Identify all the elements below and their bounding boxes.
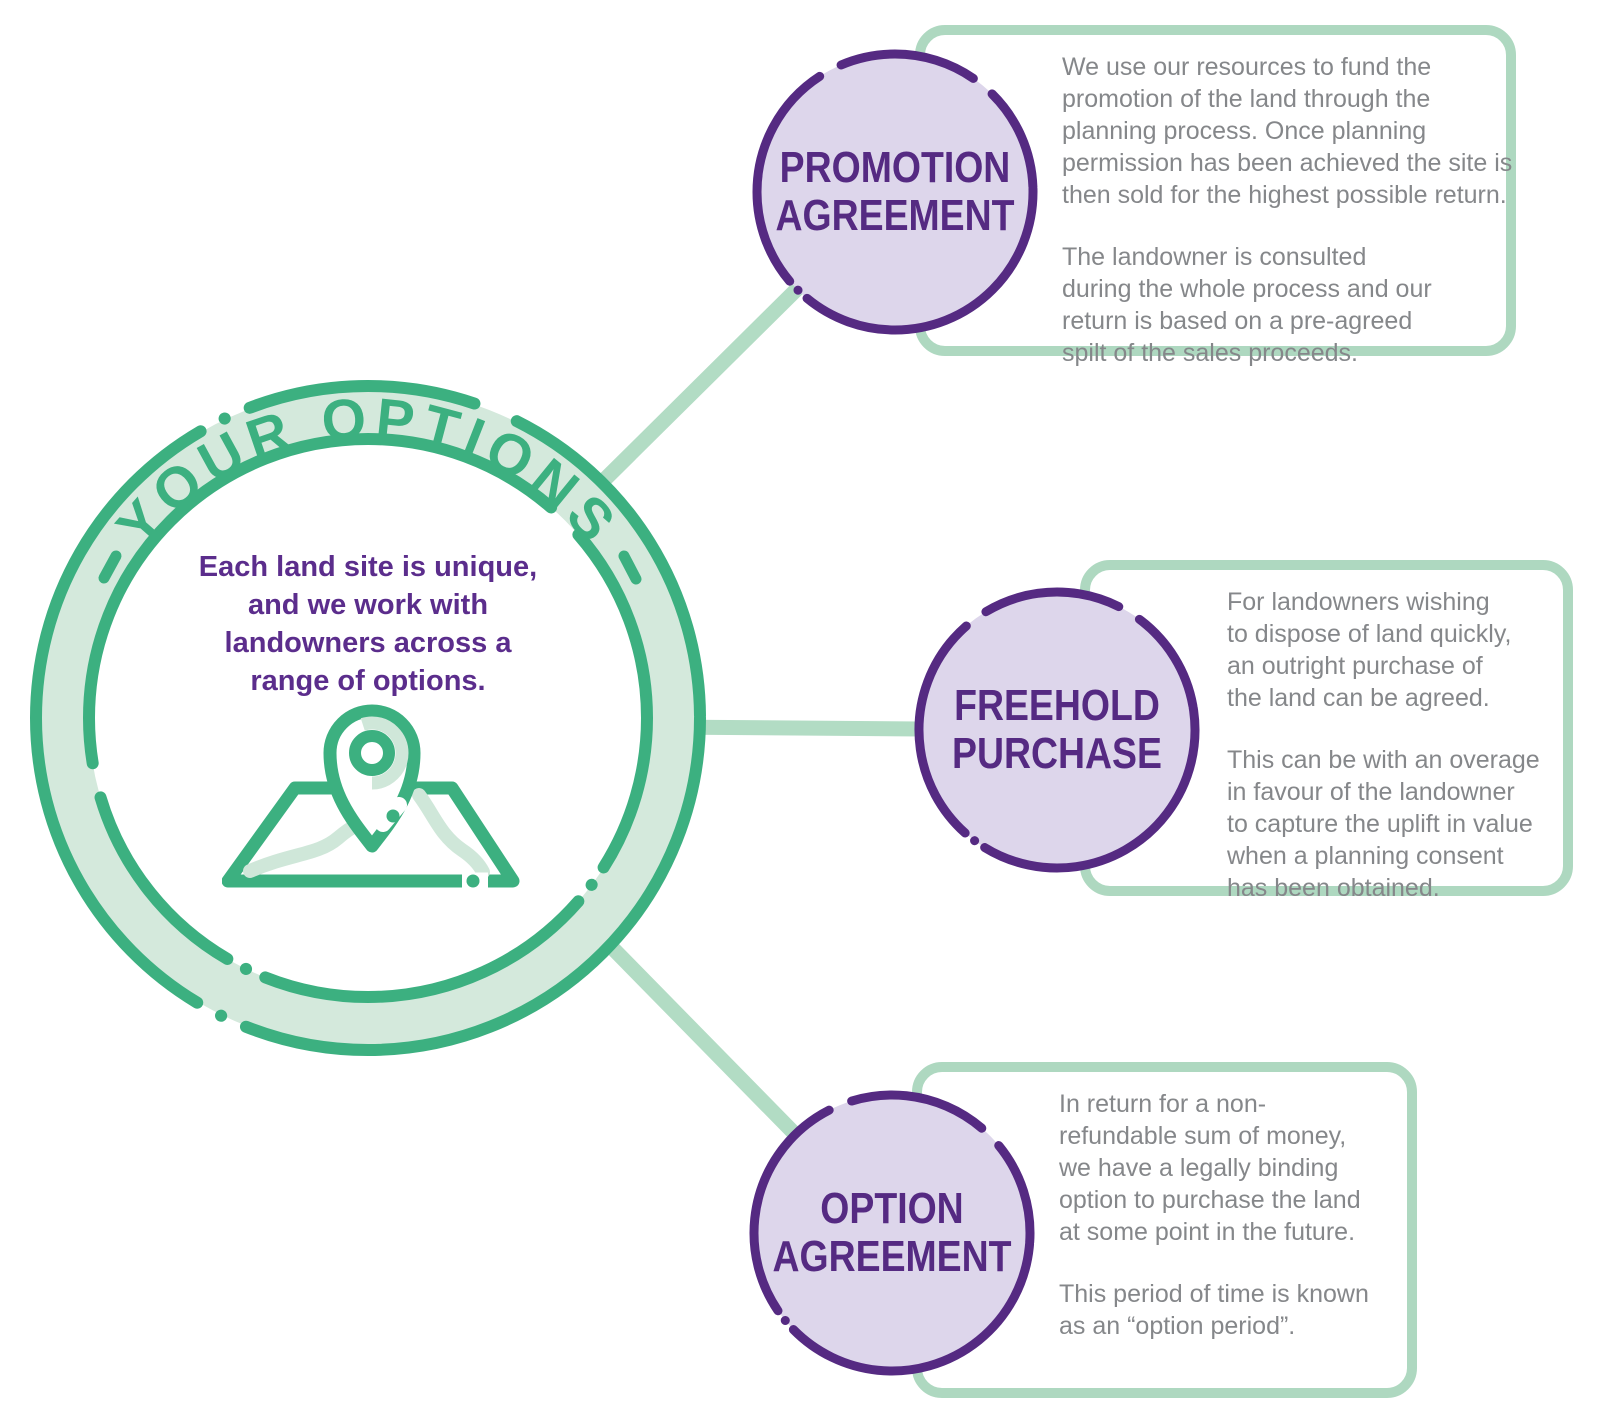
- option-paragraph-2: This period of time is known as an “opti…: [1059, 1280, 1369, 1340]
- arc-end-dash-right: [618, 550, 642, 585]
- freehold-purchase-text: For landowners wishing to dispose of lan…: [1227, 586, 1553, 934]
- option-circle-shape: [749, 1090, 1035, 1376]
- promotion-agreement-label: PROMOTION AGREEMENT: [775, 142, 1015, 240]
- option-agreement-label: OPTION AGREEMENT: [772, 1183, 1012, 1281]
- freehold-purchase-circle: FREEHOLD PURCHASE: [912, 585, 1202, 875]
- freehold-circle-shape: [914, 587, 1200, 873]
- freehold-purchase-label: FREEHOLD PURCHASE: [952, 680, 1162, 778]
- promotion-agreement-box: We use our resources to fund the promoti…: [915, 25, 1516, 367]
- option-agreement-circle: OPTION AGREEMENT: [747, 1088, 1037, 1378]
- pin-highlight: [335, 716, 409, 790]
- ring-outer-stroke: [30, 380, 706, 1056]
- option-paragraph-1: In return for a non- refundable sum of m…: [1059, 1090, 1361, 1246]
- promotion-paragraph-2: The landowner is consulted during the wh…: [1062, 243, 1432, 367]
- map-route-right: [412, 788, 490, 879]
- option-agreement-text: In return for a non- refundable sum of m…: [1059, 1088, 1397, 1372]
- center-description: Each land site is unique, and we work wi…: [198, 551, 538, 697]
- map-edge-dot: [466, 874, 480, 888]
- pin-dot: [386, 809, 400, 823]
- ring-band: [37, 387, 699, 1049]
- freehold-paragraph-2: This can be with an overage in favour of…: [1227, 746, 1540, 902]
- pin-hole: [349, 730, 395, 776]
- promotion-agreement-text: We use our resources to fund the promoti…: [1062, 51, 1513, 399]
- promotion-paragraph-1: We use our resources to fund the promoti…: [1062, 53, 1513, 209]
- arc-end-dash-left: [98, 550, 122, 584]
- ring-inner-stroke: [83, 433, 653, 1003]
- promotion-agreement-circle: PROMOTION AGREEMENT: [750, 47, 1040, 337]
- map-location-icon: [222, 704, 520, 888]
- promotion-circle-shape: [752, 49, 1038, 335]
- freehold-paragraph-1: For landowners wishing to dispose of lan…: [1227, 588, 1512, 712]
